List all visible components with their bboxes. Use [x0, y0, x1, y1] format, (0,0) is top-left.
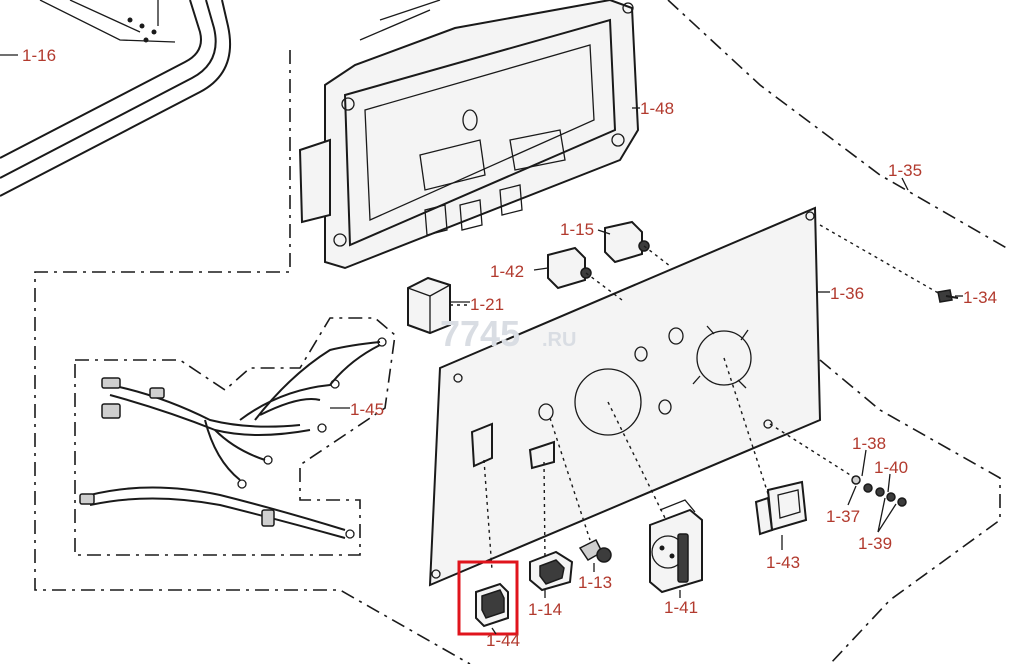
watermark: 7745 .RU [440, 313, 576, 354]
rocker-switch-14 [529, 550, 574, 592]
callout-1-15: 1-15 [560, 220, 594, 239]
circuit-breakers [547, 220, 650, 290]
callout-1-39: 1-39 [858, 534, 892, 553]
callout-1-42: 1-42 [490, 262, 524, 281]
harness-boundary [74, 317, 396, 556]
socket [649, 499, 703, 594]
callout-1-44: 1-44 [486, 631, 520, 650]
assembly-boundary [34, 50, 471, 664]
callout-1-48: 1-48 [640, 99, 674, 118]
callout-1-43: 1-43 [766, 553, 800, 572]
watermark-text: 7745 [440, 313, 520, 354]
rocker-switch-44 [475, 582, 509, 628]
callout-ticks [0, 54, 963, 635]
rect-block [407, 276, 451, 335]
meter-unit [754, 480, 808, 536]
callout-1-35: 1-35 [888, 161, 922, 180]
panel-frame [298, 0, 640, 270]
screw-set [851, 475, 907, 507]
knob [578, 538, 612, 563]
callout-1-38: 1-38 [852, 434, 886, 453]
callout-1-45: 1-45 [350, 400, 384, 419]
callout-1-14: 1-14 [528, 600, 562, 619]
callout-1-34: 1-34 [963, 288, 997, 307]
callout-1-13: 1-13 [578, 573, 612, 592]
frame-tube [0, 0, 232, 197]
panel-plate [428, 206, 822, 587]
callout-1-41: 1-41 [664, 598, 698, 617]
bolt [937, 289, 959, 303]
highlight-box [457, 560, 519, 636]
leader-lines [450, 224, 941, 571]
wire-harness [79, 337, 387, 539]
callout-1-21: 1-21 [470, 295, 504, 314]
callout-1-40: 1-40 [874, 458, 908, 477]
callout-1-36: 1-36 [830, 284, 864, 303]
callout-1-16: 1-16 [22, 46, 56, 65]
callout-1-37: 1-37 [826, 507, 860, 526]
callout-labels: 1-16 1-48 1-35 1-15 1-42 1-21 1-36 1-34 … [22, 46, 997, 650]
watermark-suffix: .RU [542, 329, 576, 351]
